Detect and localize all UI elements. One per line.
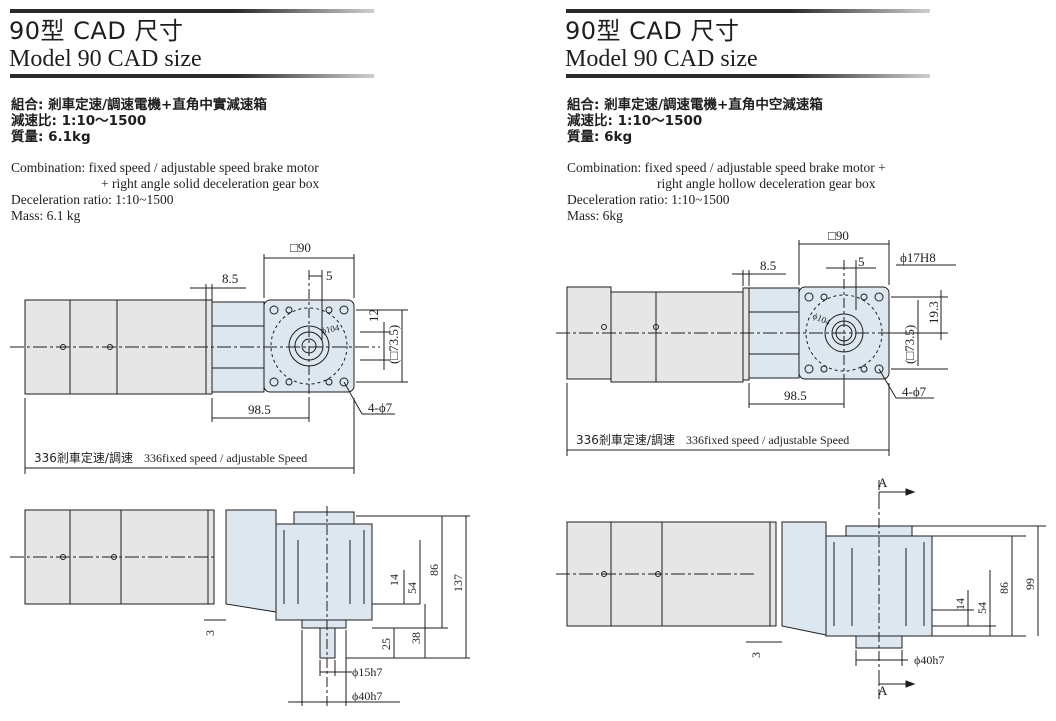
dim-3: 3 xyxy=(203,630,217,636)
dim-14: 14 xyxy=(387,574,401,586)
section-a-bottom: A xyxy=(878,683,888,698)
title-english: Model 90 CAD size xyxy=(9,46,202,72)
dim-73-5: (□73.5) xyxy=(902,325,917,364)
title-rule-top xyxy=(566,9,930,13)
dim-square-90: □90 xyxy=(828,230,849,243)
dim-86: 86 xyxy=(997,582,1011,594)
dim-12: 12 xyxy=(366,309,381,322)
dim-99: 99 xyxy=(1023,578,1037,590)
dim-bore-phi17: ϕ17H8 xyxy=(900,250,936,265)
gearbox-output-housing xyxy=(275,523,373,621)
dim-phi104: ϕ104 xyxy=(320,322,340,336)
spec-english: Combination: fixed speed / adjustable sp… xyxy=(11,160,319,224)
spec-chinese: 組合: 剎車定速/調速電機+直角中空減速箱 減速比: 1:10～1500 質量:… xyxy=(567,97,823,145)
dim-length-en: 336fixed speed / adjustable Speed xyxy=(144,451,307,465)
dim-length-cn: 336剎車定速/調速 xyxy=(34,450,133,465)
dim-length-cn: 336剎車定速/調速 xyxy=(576,432,675,447)
spec-en-mass: Mass: 6kg xyxy=(567,208,623,223)
dim-19-3: 19.3 xyxy=(926,301,941,324)
cad-drawing-hollow: □90 8.5 5 ϕ17H8 ϕ104 19.3 (□73.5) 98.5 4… xyxy=(556,230,1046,700)
dim-137: 137 xyxy=(451,574,465,592)
spec-english: Combination: fixed speed / adjustable sp… xyxy=(567,160,886,224)
side-view xyxy=(10,506,470,708)
spec-cn-ratio: 減速比: 1:10～1500 xyxy=(11,113,147,129)
dim-8-5: 8.5 xyxy=(222,271,238,286)
dim-98-5: 98.5 xyxy=(248,402,271,417)
dim-4-holes: 4-ϕ7 xyxy=(902,384,927,399)
spec-chinese: 組合: 剎車定速/調速電機+直角中實減速箱 減速比: 1:10～1500 質量:… xyxy=(11,97,267,145)
spec-cn-combination: 組合: 剎車定速/調速電機+直角中實減速箱 xyxy=(11,97,267,113)
dim-86: 86 xyxy=(427,564,441,576)
dim-pilot-phi40: ϕ40h7 xyxy=(352,689,382,703)
dim-square-90: □90 xyxy=(290,240,311,255)
spec-en-combination-2: + right angle solid deceleration gear bo… xyxy=(101,176,320,191)
section-a-top: A xyxy=(878,475,888,490)
dim-54: 54 xyxy=(405,582,419,594)
spec-en-combination-2: right angle hollow deceleration gear box xyxy=(657,176,876,191)
dim-4-holes: 4-ϕ7 xyxy=(368,400,393,415)
dim-shaft-phi15: ϕ15h7 xyxy=(352,665,382,679)
dim-3: 3 xyxy=(749,652,763,658)
title-chinese: 90型 CAD 尺寸 xyxy=(565,17,740,45)
top-view xyxy=(10,254,408,474)
dim-98-5: 98.5 xyxy=(784,388,807,403)
title-english: Model 90 CAD size xyxy=(565,46,758,72)
dim-length-en: 336fixed speed / adjustable Speed xyxy=(686,433,849,447)
dim-5: 5 xyxy=(858,254,865,269)
dim-73-5: (□73.5) xyxy=(386,325,401,364)
dim-54: 54 xyxy=(975,602,989,614)
side-view xyxy=(556,480,1046,700)
spec-en-ratio: Deceleration ratio: 1:10~1500 xyxy=(11,192,174,207)
left-panel-solid-shaft: 90型 CAD 尺寸 Model 90 CAD size 組合: 剎車定速/調速… xyxy=(9,9,470,708)
title-rule-bottom xyxy=(566,74,930,78)
title-chinese: 90型 CAD 尺寸 xyxy=(9,17,184,45)
mount-holes xyxy=(269,305,349,387)
dim-25: 25 xyxy=(379,638,393,650)
mount-holes xyxy=(804,292,884,374)
spec-cn-mass: 質量: 6.1kg xyxy=(11,129,91,145)
cad-drawing-solid: □90 8.5 5 ϕ104 12 (□73.5) 98.5 4-ϕ7 336剎… xyxy=(10,240,470,708)
dim-5: 5 xyxy=(326,268,333,283)
spec-cn-combination: 組合: 剎車定速/調速電機+直角中空減速箱 xyxy=(567,97,823,113)
title-rule-bottom xyxy=(10,74,374,78)
title-rule-top xyxy=(10,9,374,13)
spec-cn-ratio: 減速比: 1:10～1500 xyxy=(567,113,703,129)
dim-pilot-phi40: ϕ40h7 xyxy=(914,653,944,667)
spec-en-combination-1: Combination: fixed speed / adjustable sp… xyxy=(11,160,319,175)
right-panel-hollow-shaft: 90型 CAD 尺寸 Model 90 CAD size 組合: 剎車定速/調速… xyxy=(556,0,1056,721)
dim-8-5: 8.5 xyxy=(760,258,776,273)
section-arrowheads xyxy=(905,488,916,688)
dim-38: 38 xyxy=(409,632,423,644)
dim-14: 14 xyxy=(953,598,967,610)
spec-en-ratio: Deceleration ratio: 1:10~1500 xyxy=(567,192,730,207)
spec-en-mass: Mass: 6.1 kg xyxy=(11,208,81,223)
spec-en-combination-1: Combination: fixed speed / adjustable sp… xyxy=(567,160,886,175)
spec-cn-mass: 質量: 6kg xyxy=(567,129,633,145)
top-view xyxy=(556,240,956,456)
